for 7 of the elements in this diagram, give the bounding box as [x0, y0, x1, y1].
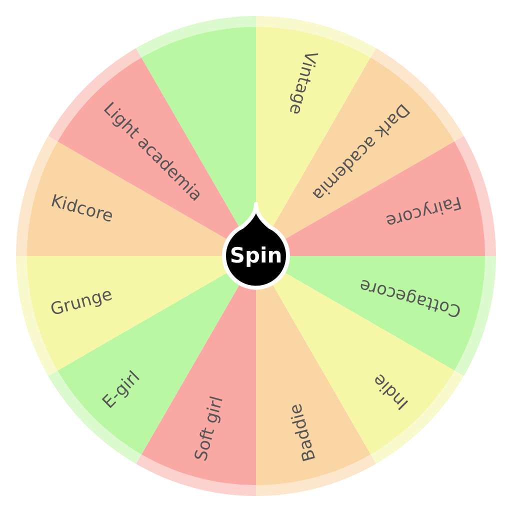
segment-label: Soft girl — [191, 394, 228, 464]
spin-label: Spin — [230, 244, 282, 268]
segment-label: Baddie — [286, 401, 320, 464]
segment-label: Fairycore — [384, 192, 464, 232]
segment-label: Kidcore — [48, 191, 116, 227]
segment-label: Grunge — [48, 284, 115, 320]
segment-label: Vintage — [284, 48, 321, 117]
